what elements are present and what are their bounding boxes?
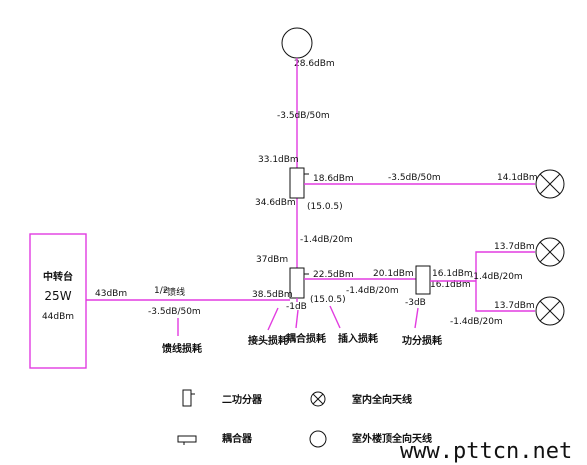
legend-outdoor-label: 室外楼顶全向天线 xyxy=(352,432,432,445)
coupler-1-spec: (15.0.5) xyxy=(307,202,343,212)
legend-splitter-label: 二功分器 xyxy=(222,393,263,406)
insertion-label: 插入损耗 xyxy=(338,332,378,345)
cable-type: "馈线 xyxy=(163,286,185,298)
indoor-antenna-3-icon xyxy=(535,296,565,326)
joint-arrow xyxy=(267,307,279,331)
watermark: www.pttcn.net xyxy=(400,439,572,464)
ant-upper-loss: -1.4dB/20m xyxy=(470,272,523,282)
legend-indoor-label: 室内全向天线 xyxy=(352,393,412,406)
indoor-antenna-2-icon xyxy=(535,237,565,267)
coupler-2-in: 37dBm xyxy=(256,255,288,265)
coupler-1-through: 34.6dBm xyxy=(255,198,296,208)
legend-coupler-icon xyxy=(177,435,197,445)
cable-in-level: 43dBm xyxy=(95,289,127,299)
branch-2-loss: -1.4dB/20m xyxy=(346,286,399,296)
split-label: 功分损耗 xyxy=(402,334,442,347)
outdoor-antenna-icon xyxy=(281,27,313,59)
repeater-name: 中转台 xyxy=(43,270,73,283)
coupler-1-icon xyxy=(289,167,305,199)
indoor-antenna-1-icon xyxy=(535,169,565,199)
branch-1-loss: -3.5dB/50m xyxy=(388,173,441,183)
legend-indoor-antenna-icon xyxy=(310,391,326,407)
ant-lower-line xyxy=(475,281,535,312)
repeater-box xyxy=(29,233,87,369)
splitter-out-lower: 16.1dBm xyxy=(430,280,471,290)
cable-loss-label: 馈线损耗 xyxy=(161,342,202,355)
cable-fraction: 1/2 xyxy=(154,286,168,296)
branch-2-in: 20.1dBm xyxy=(373,269,414,279)
top-antenna-level: 28.6dBm xyxy=(294,59,335,69)
splitter-icon xyxy=(415,265,431,295)
repeater-power: 25W xyxy=(44,289,71,303)
vertical-upper-loss: -3.5dB/50m xyxy=(277,111,330,121)
split-arrow xyxy=(414,307,419,329)
vertical-mid-loss: -1.4dB/20m xyxy=(300,235,353,245)
ant-upper-line xyxy=(475,251,535,281)
coupling-label: 耦合损耗 xyxy=(286,332,326,345)
legend-splitter-icon xyxy=(182,389,195,407)
coupler-1-in: 33.1dBm xyxy=(258,155,299,165)
ant-lower-loss: -1.4dB/20m xyxy=(450,317,503,327)
coupler-2-through: 38.5dBm xyxy=(252,290,293,300)
ant-lower-level: 13.7dBm xyxy=(494,301,535,311)
coupler-2-coupled: 22.5dBm xyxy=(313,270,354,280)
cable-loss-rate: -3.5dB/50m xyxy=(148,307,201,317)
insertion-arrow xyxy=(329,305,341,329)
splitter-loss: -3dB xyxy=(405,298,426,308)
repeater-dbm: 44dBm xyxy=(42,312,74,322)
legend-outdoor-antenna-icon xyxy=(309,430,327,448)
legend-coupler-label: 耦合器 xyxy=(222,432,253,445)
coupler-2-spec: (15.0.5) xyxy=(310,295,346,305)
splitter-out-upper: 16.1dBm xyxy=(432,269,473,279)
coupling-arrow xyxy=(295,309,299,329)
coupler-1-coupled: 18.6dBm xyxy=(313,174,354,184)
coupler-2-loss: -1dB xyxy=(286,302,307,312)
joint-label: 接头损耗 xyxy=(248,334,288,347)
ant-upper-level: 13.7dBm xyxy=(494,242,535,252)
branch-1-end: 14.1dBm xyxy=(497,173,538,183)
